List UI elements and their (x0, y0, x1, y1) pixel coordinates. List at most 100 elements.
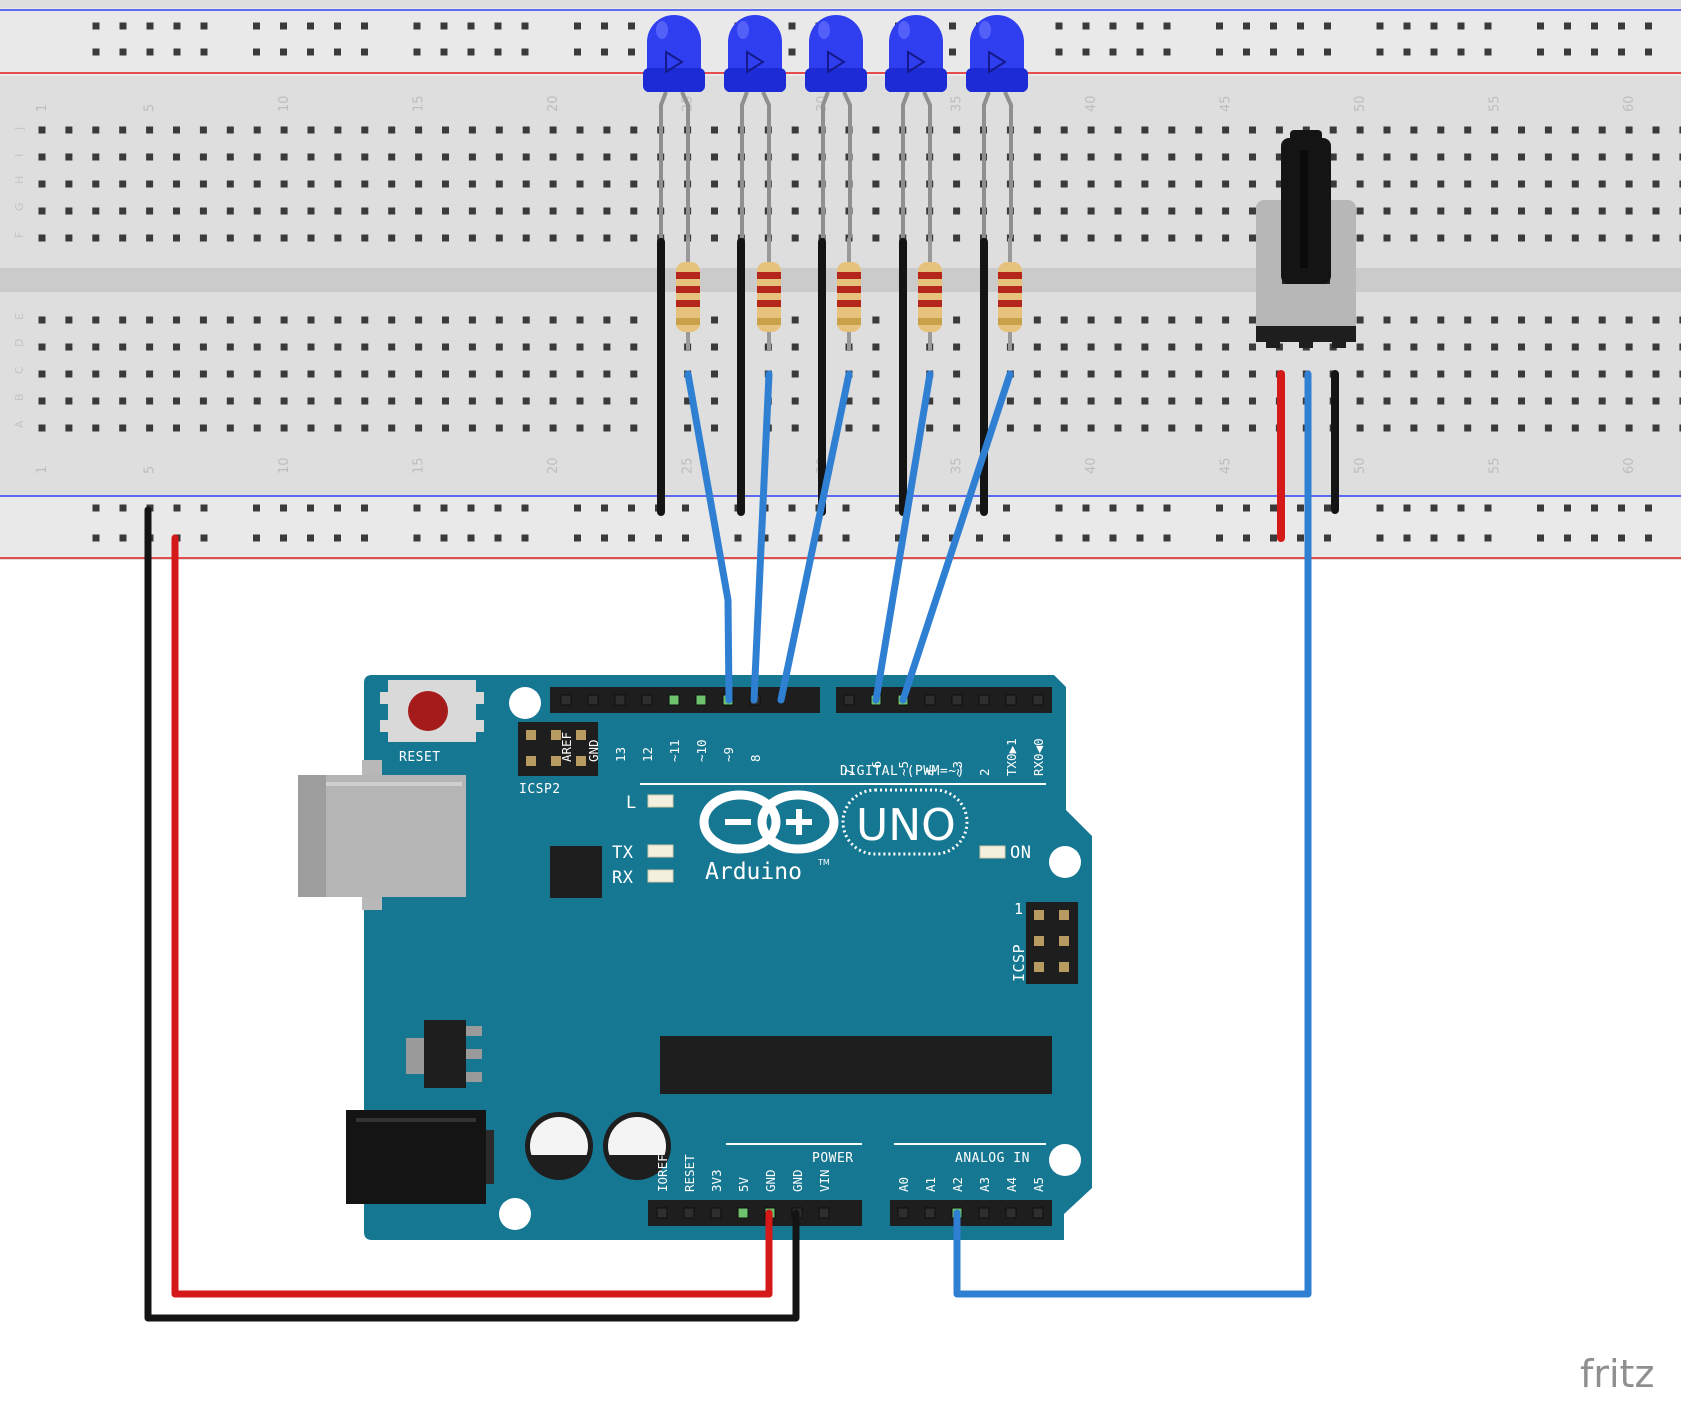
breadboard-hole (173, 126, 180, 134)
breadboard-hole (1464, 126, 1472, 134)
breadboard-hole (1383, 343, 1391, 351)
rail-hole (1537, 534, 1544, 542)
breadboard-hole (415, 370, 423, 378)
breadboard-hole (791, 370, 799, 378)
breadboard-hole (1356, 343, 1364, 351)
blue-led[interactable] (643, 15, 705, 238)
resistor[interactable] (757, 238, 781, 350)
header-pin[interactable] (695, 694, 707, 706)
header-pin[interactable] (818, 1207, 830, 1219)
header-pin[interactable] (710, 1207, 722, 1219)
breadboard-hole (173, 180, 180, 188)
breadboard-hole (1544, 207, 1552, 215)
rail-hole (119, 22, 127, 30)
resistor[interactable] (918, 238, 942, 350)
header-pin-label: A1 (923, 1177, 938, 1192)
header-pin[interactable] (656, 1207, 668, 1219)
led-on-indicator (979, 845, 1006, 859)
breadboard-hole (1249, 397, 1256, 405)
breadboard-hole (711, 424, 718, 432)
blue-led[interactable] (724, 15, 786, 238)
breadboard-hole (119, 397, 127, 405)
blue-led[interactable] (966, 15, 1028, 238)
jumper-wire[interactable] (872, 370, 934, 704)
rail-hole (976, 504, 983, 512)
header-pin-label: RX0◀0 (1031, 738, 1046, 776)
header-pin[interactable] (951, 694, 963, 706)
blue-led[interactable] (805, 15, 867, 238)
header-pin[interactable] (560, 694, 572, 706)
header-pin[interactable] (641, 694, 653, 706)
jumper-wire[interactable] (684, 370, 733, 704)
rail-hole (494, 48, 502, 56)
header-pin[interactable] (1032, 694, 1044, 706)
rail-hole (1591, 504, 1598, 512)
header-pin[interactable] (897, 1207, 909, 1219)
breadboard-hole (1114, 126, 1122, 134)
resistor[interactable] (998, 238, 1022, 350)
rail-hole (521, 48, 529, 56)
rail-hole (1136, 504, 1144, 512)
jumper-wire[interactable] (777, 370, 853, 704)
reset-button[interactable] (380, 680, 484, 742)
breadboard-hole (1033, 207, 1041, 215)
header-pin[interactable] (1005, 1207, 1017, 1219)
resistor[interactable] (837, 238, 861, 350)
breadboard-hole (953, 207, 961, 215)
header-pin[interactable] (924, 1207, 936, 1219)
header-pin[interactable] (843, 694, 855, 706)
breadboard-hole (307, 424, 315, 432)
breadboard-hole (495, 370, 503, 378)
rail-hole (895, 534, 902, 542)
breadboard-hole (872, 397, 880, 405)
header-pin[interactable] (978, 694, 990, 706)
breadboard-hole (1518, 343, 1525, 351)
header-pin[interactable] (978, 1207, 990, 1219)
breadboard-hole (1464, 153, 1472, 161)
breadboard-hole (1114, 397, 1122, 405)
header-pin[interactable] (614, 694, 626, 706)
breadboard-hole (307, 234, 315, 242)
jumper-wire[interactable] (144, 506, 800, 1322)
breadboard-hole (65, 180, 73, 188)
breadboard-hole (522, 207, 530, 215)
breadboard-hole (1275, 126, 1283, 134)
breadboard-hole (1141, 316, 1149, 324)
rail-hole (413, 22, 421, 30)
breadboard-hole (199, 153, 207, 161)
header-pin[interactable] (683, 1207, 695, 1219)
rail-hole (440, 48, 448, 56)
jumper-wire[interactable] (953, 370, 1312, 1298)
jumper-wire[interactable] (171, 534, 773, 1298)
resistor[interactable] (676, 238, 700, 350)
breadboard-hole (630, 316, 638, 324)
potentiometer[interactable] (1256, 130, 1356, 348)
header-pin (1059, 936, 1069, 946)
breadboard-hole (1625, 207, 1633, 215)
column-number: 15 (412, 457, 427, 474)
rail-hole (440, 534, 448, 542)
header-pin[interactable] (1032, 1207, 1044, 1219)
jumper-wire[interactable] (899, 370, 1014, 704)
header-pin[interactable] (737, 1207, 749, 1219)
breadboard-hole (603, 343, 611, 351)
header-pin-label: ~3 (950, 761, 965, 776)
breadboard-hole (1249, 180, 1256, 188)
breadboard-hole (1006, 424, 1014, 432)
rail-hole (280, 504, 287, 512)
breadboard-hole (361, 126, 369, 134)
header-pin[interactable] (587, 694, 599, 706)
blue-led[interactable] (885, 15, 947, 238)
rail-hole (92, 22, 100, 30)
breadboard-hole (1195, 234, 1203, 242)
breadboard-hole (199, 207, 207, 215)
rail-hole (92, 48, 100, 56)
header-pin[interactable] (668, 694, 680, 706)
header-pin (551, 730, 561, 740)
header-pin[interactable] (1005, 694, 1017, 706)
jumper-wire[interactable] (750, 370, 773, 704)
breadboard-hole (468, 370, 476, 378)
rail-hole (413, 48, 421, 56)
header-pin[interactable] (924, 694, 936, 706)
breadboard-hole (1571, 126, 1579, 134)
